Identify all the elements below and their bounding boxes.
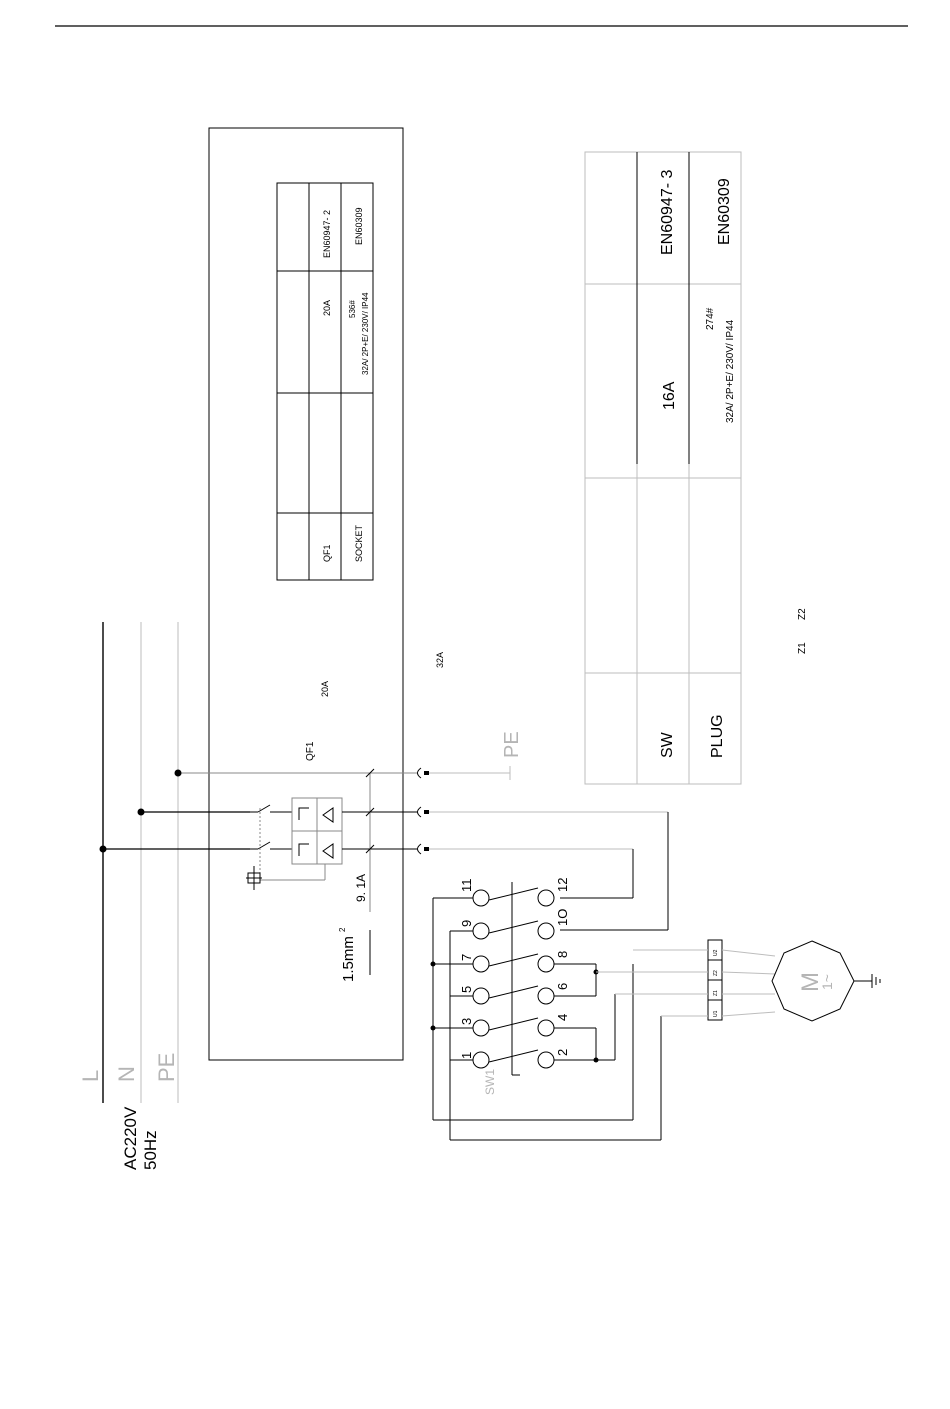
svg-text:32A/ 2P+E/ 230V/ IP44: 32A/ 2P+E/ 230V/ IP44 — [361, 292, 370, 375]
socket-connectors — [418, 766, 669, 854]
breaker-rating: 20A — [320, 681, 330, 697]
svg-text:Z1: Z1 — [713, 990, 719, 996]
enclosure-box — [209, 128, 403, 1060]
svg-text:1O: 1O — [555, 909, 570, 926]
winding-label-z2: Z2 — [797, 608, 808, 620]
svg-text:536#: 536# — [348, 300, 357, 318]
svg-text:EN60947- 3: EN60947- 3 — [659, 170, 676, 255]
frequency-label: 50Hz — [141, 1130, 160, 1170]
breaker-qf1 — [246, 769, 418, 975]
supply-labels: L N PE AC220V 50Hz — [78, 1053, 179, 1170]
winding-label-z1: Z1 — [797, 642, 808, 654]
line-n-label: N — [114, 1066, 139, 1082]
breaker-qf1-label: QF1 — [305, 741, 316, 761]
svg-text:16A: 16A — [661, 381, 678, 410]
svg-text:3: 3 — [459, 1018, 474, 1025]
svg-text:PLUG: PLUG — [709, 714, 726, 758]
svg-text:U1: U1 — [713, 1010, 719, 1017]
svg-text:Z2: Z2 — [713, 970, 719, 976]
outer-component-table: SW 16A EN60947- 3 PLUG 274# 32A/ 2P+E/ 2… — [585, 152, 741, 784]
svg-text:11: 11 — [459, 879, 474, 893]
svg-text:20A: 20A — [322, 300, 332, 316]
motor-terminal-block: U1 Z1 Z2 U2 — [596, 940, 775, 1020]
svg-text:EN60947- 2: EN60947- 2 — [322, 210, 332, 258]
voltage-label: AC220V — [121, 1106, 140, 1170]
socket-rating: 32A — [435, 652, 445, 668]
svg-text:EN60309: EN60309 — [716, 178, 733, 245]
svg-text:7: 7 — [459, 954, 474, 961]
svg-text:QF1: QF1 — [322, 544, 332, 562]
svg-text:SW: SW — [659, 731, 676, 758]
motor-phase: 1~ — [819, 974, 835, 990]
svg-text:EN60309: EN60309 — [354, 207, 364, 245]
svg-text:12: 12 — [555, 878, 570, 892]
svg-text:8: 8 — [555, 951, 570, 958]
svg-text:1: 1 — [459, 1052, 474, 1059]
wire-size-sup: 2 — [338, 927, 347, 932]
wire-size: 1.5mm — [340, 936, 357, 982]
motor-symbol: M 1~ — [772, 941, 880, 1021]
line-l-label: L — [78, 1070, 103, 1082]
socket-pe-label: PE — [501, 731, 523, 758]
svg-text:5: 5 — [459, 986, 474, 993]
svg-text:4: 4 — [555, 1014, 570, 1021]
inner-component-table: QF1 20A EN60947- 2 SOCKET 536# 32A/ 2P+E… — [277, 183, 373, 580]
line-pe-label: PE — [154, 1053, 179, 1082]
svg-text:U2: U2 — [713, 949, 719, 956]
svg-text:6: 6 — [555, 983, 570, 990]
breaker-current: 9. 1A — [354, 874, 368, 902]
switch-label: SW1 — [483, 1069, 497, 1095]
svg-text:9: 9 — [459, 920, 474, 927]
svg-text:SOCKET: SOCKET — [354, 524, 364, 562]
svg-text:274#: 274# — [705, 307, 716, 330]
svg-text:32A/ 2P+E/ 230V/ IP44: 32A/ 2P+E/ 230V/ IP44 — [725, 319, 736, 423]
svg-text:2: 2 — [555, 1049, 570, 1056]
switch-feed-wires — [560, 812, 668, 930]
